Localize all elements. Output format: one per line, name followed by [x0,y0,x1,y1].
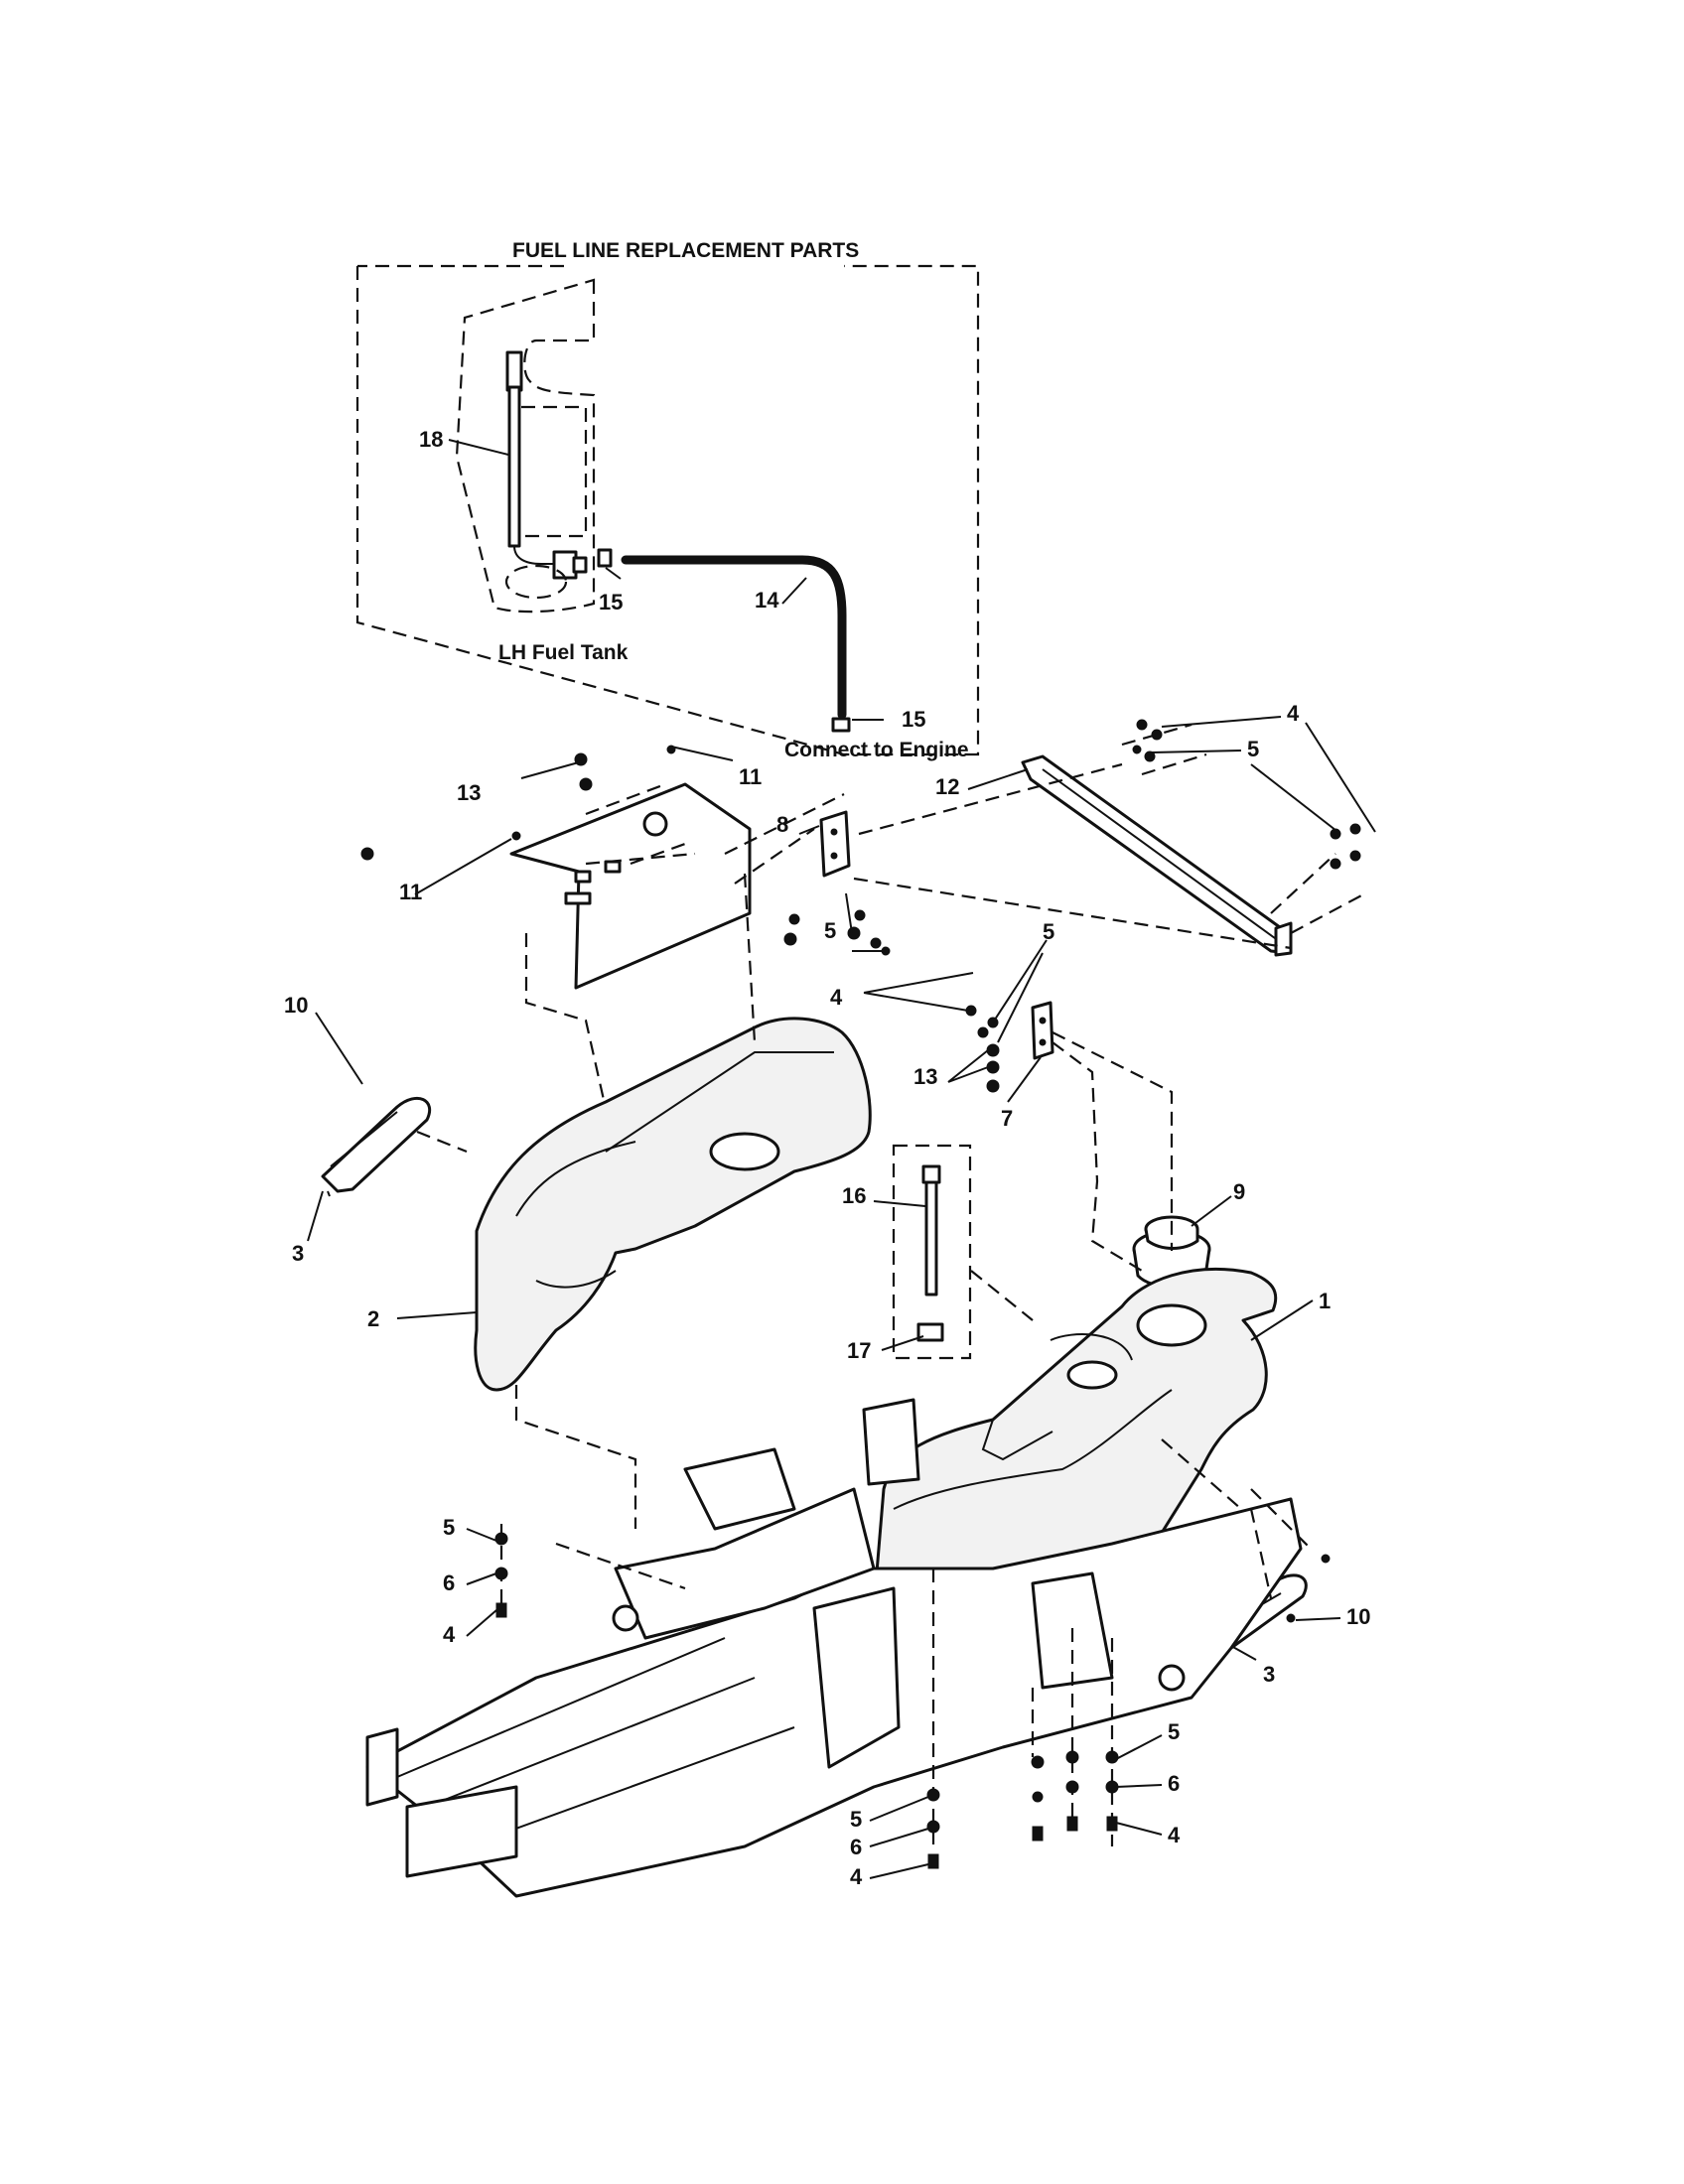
callout-16: 16 [842,1183,866,1208]
callout-9: 9 [1233,1179,1245,1204]
inset-title: FUEL LINE REPLACEMENT PARTS [512,239,859,262]
callout-4: 4 [1168,1823,1181,1847]
callout-5: 5 [850,1807,862,1832]
callout-10: 10 [284,993,308,1018]
fuel-gauge-inset [892,1144,972,1360]
fuel-hose-part [621,555,847,720]
callout-3: 3 [292,1241,304,1266]
callout-4: 4 [850,1864,863,1889]
callout-3: 3 [1263,1662,1275,1687]
callout-6: 6 [850,1835,862,1859]
bracket-8-part [819,810,851,878]
fuel-line-inset: FUEL LINE REPLACEMENT PARTS LH Fuel Tank… [355,239,980,761]
connect-to-engine-caption: Connect to Engine [784,739,969,761]
callout-4: 4 [443,1622,456,1647]
cross-bracket-part [1021,754,1293,957]
callout-5: 5 [1247,737,1259,761]
hose-clamp-part [597,548,613,568]
callout-4: 4 [830,985,843,1010]
hardware-parts [360,719,1361,1869]
callout-11: 11 [399,880,422,904]
callout-14: 14 [755,588,779,613]
callout-13: 13 [457,780,481,805]
bracket-7-part [1031,1001,1054,1060]
callout-7: 7 [1001,1106,1013,1131]
lh-fuel-tank-caption: LH Fuel Tank [498,641,629,664]
chassis-frame-part [365,1398,1303,1898]
callout-17: 17 [847,1338,871,1363]
callout-6: 6 [1168,1771,1180,1796]
callout-2: 2 [367,1306,379,1331]
fuel-pickup-tube-part [504,350,588,600]
leader-lines [307,439,1376,1879]
callout-12: 12 [935,774,959,799]
callout-5: 5 [1168,1719,1180,1744]
callout-5: 5 [443,1515,455,1540]
dash-panel-part [509,782,752,990]
callout-10: 10 [1346,1604,1370,1629]
fuel-gauge-part [924,1169,938,1297]
callout-8: 8 [776,812,788,837]
callout-11: 11 [739,764,762,789]
grommet-part [916,1322,944,1342]
callout-18: 18 [419,427,443,452]
callout-4: 4 [1287,701,1300,726]
hose-clamp-part-engine [831,717,851,733]
callout-5: 5 [1043,919,1054,944]
heat-shield-left-part [321,1096,432,1197]
callout-5: 5 [824,918,836,943]
callout-15: 15 [599,590,623,614]
callout-15: 15 [902,707,925,732]
assembly-lines [416,723,1366,1846]
callout-13: 13 [913,1064,937,1089]
callout-1: 1 [1319,1289,1331,1313]
callout-labels: 18 15 14 15 4 5 12 11 13 8 11 5 5 4 13 7… [284,427,1370,1889]
callout-6: 6 [443,1570,455,1595]
lh-fuel-tank-part [474,1017,872,1392]
